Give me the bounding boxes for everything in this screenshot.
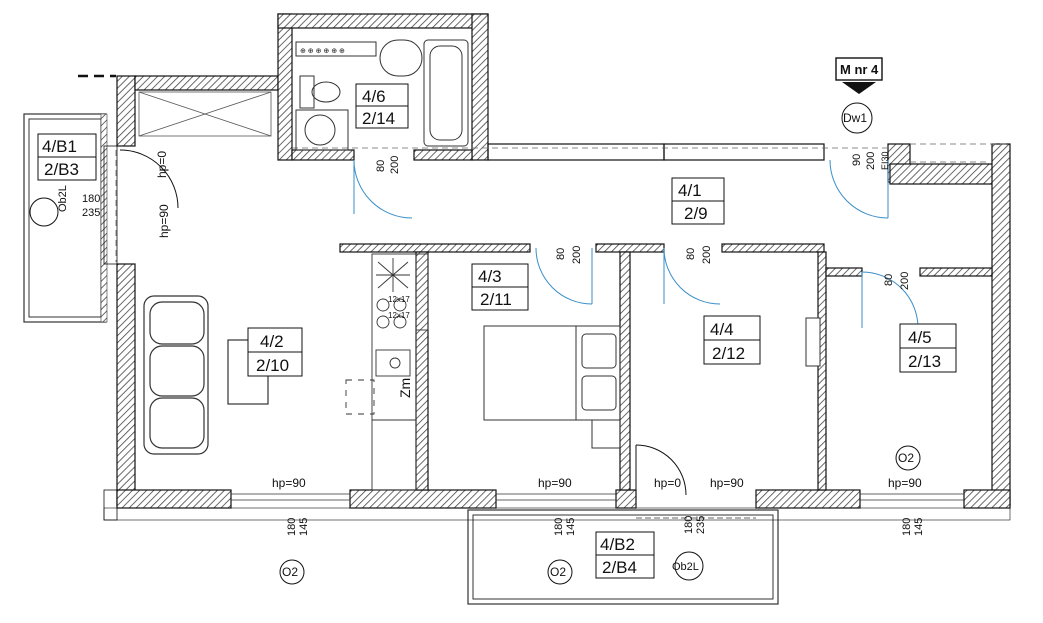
svg-text:Ob2L: Ob2L	[57, 185, 69, 212]
bed	[483, 325, 621, 449]
svg-text:80: 80	[685, 248, 697, 260]
svg-text:4/5: 4/5	[908, 328, 932, 347]
svg-text:2/12: 2/12	[712, 344, 745, 363]
room-4-4-label: 4/4 2/12	[703, 315, 761, 365]
marker-m-nr-4: M nr 4	[835, 57, 883, 94]
svg-text:2/B4: 2/B4	[602, 558, 637, 577]
svg-text:EI30: EI30	[880, 151, 890, 170]
svg-text:200: 200	[389, 156, 401, 174]
svg-text:hp=90: hp=90	[538, 476, 572, 490]
svg-text:180: 180	[683, 516, 695, 534]
balcony-b2	[467, 509, 779, 605]
hp-labels: hp=0 hp=90 hp=90 hp=90 hp=0 hp=90 hp=90	[155, 151, 922, 490]
svg-text:80: 80	[375, 160, 387, 172]
svg-text:145: 145	[913, 518, 925, 536]
svg-text:O2: O2	[898, 451, 914, 465]
svg-text:O2: O2	[282, 565, 298, 579]
svg-text:4/B1: 4/B1	[42, 137, 77, 156]
svg-text:2/10: 2/10	[256, 356, 289, 375]
svg-text:hp=90: hp=90	[710, 476, 744, 490]
room-4-b1-label: 4/B1 2/B3	[37, 133, 97, 181]
svg-text:200: 200	[701, 246, 713, 264]
svg-text:hp=90: hp=90	[888, 476, 922, 490]
zm-label: Zm	[397, 378, 413, 398]
svg-text:hp=0: hp=0	[654, 476, 681, 490]
tag-ob2l-bottom: Ob2L	[672, 551, 704, 581]
svg-text:235: 235	[82, 207, 100, 219]
svg-text:hp=90: hp=90	[157, 204, 171, 238]
svg-text:200: 200	[571, 246, 583, 264]
svg-text:145: 145	[565, 518, 577, 536]
svg-text:2/B3: 2/B3	[44, 160, 79, 179]
svg-text:4/4: 4/4	[710, 320, 734, 339]
svg-text:hp=0: hp=0	[155, 151, 169, 178]
room-labels: 4/6 2/14 4/1 2/9 4/2 2/10 4/3 2/11 4/4 2…	[37, 83, 957, 579]
svg-text:180: 180	[553, 518, 565, 536]
svg-text:200: 200	[899, 272, 911, 290]
tag-o2-mid: O2	[547, 559, 573, 585]
svg-text:2/11: 2/11	[480, 290, 512, 309]
tag-o2-right: O2	[895, 445, 921, 471]
svg-text:145: 145	[298, 518, 310, 536]
svg-text:4/B2: 4/B2	[600, 535, 635, 554]
svg-text:180: 180	[901, 518, 913, 536]
room-4-b2-label: 4/B2 2/B4	[595, 531, 655, 579]
svg-text:90: 90	[851, 154, 863, 166]
dimension-texts: 80 200 90 200 EI30 80 200 80 200 80 200 …	[82, 151, 925, 536]
tag-o2-left: O2	[279, 559, 305, 585]
tag-dw1: Dw1	[841, 102, 873, 134]
kitchen-fixtures	[345, 253, 429, 491]
hob-size-1: 12x17	[388, 295, 410, 304]
svg-text:200: 200	[865, 152, 877, 170]
svg-text:235: 235	[695, 516, 707, 534]
room-4-1-label: 4/1 2/9	[671, 177, 725, 225]
svg-text:2/13: 2/13	[908, 352, 941, 371]
svg-text:4/6: 4/6	[362, 87, 386, 106]
room-4-6-label: 4/6 2/14	[355, 83, 409, 129]
hob-size-2: 12x17	[388, 311, 410, 320]
svg-text:hp=90: hp=90	[272, 476, 306, 490]
svg-text:4/1: 4/1	[678, 181, 702, 200]
svg-text:O2: O2	[550, 565, 566, 579]
room-4-3-label: 4/3 2/11	[471, 263, 529, 311]
doors	[119, 149, 919, 496]
svg-text:180: 180	[82, 193, 100, 205]
svg-text:M nr 4: M nr 4	[840, 62, 879, 77]
svg-text:80: 80	[883, 274, 895, 286]
svg-text:180: 180	[286, 518, 298, 536]
radiator	[805, 317, 821, 367]
svg-text:Ob2L: Ob2L	[672, 561, 699, 573]
electric-panel: ⊕ ⊕ ⊕ ⊕ ⊕ ⊕	[300, 48, 345, 55]
svg-text:4/2: 4/2	[260, 332, 284, 351]
svg-text:2/9: 2/9	[684, 204, 708, 223]
dashed-guides	[115, 143, 1008, 262]
hall-closet	[78, 74, 272, 137]
room-4-2-label: 4/2 2/10	[247, 327, 303, 377]
svg-text:2/14: 2/14	[362, 109, 395, 128]
svg-text:80: 80	[555, 248, 567, 260]
svg-text:4/3: 4/3	[478, 267, 502, 286]
room-4-5-label: 4/5 2/13	[899, 323, 957, 373]
svg-text:Dw1: Dw1	[843, 111, 867, 125]
walls	[103, 13, 1011, 521]
tag-ob2l-left: Ob2L	[29, 185, 69, 227]
windows	[231, 493, 964, 519]
bathroom-fixtures	[295, 39, 469, 151]
